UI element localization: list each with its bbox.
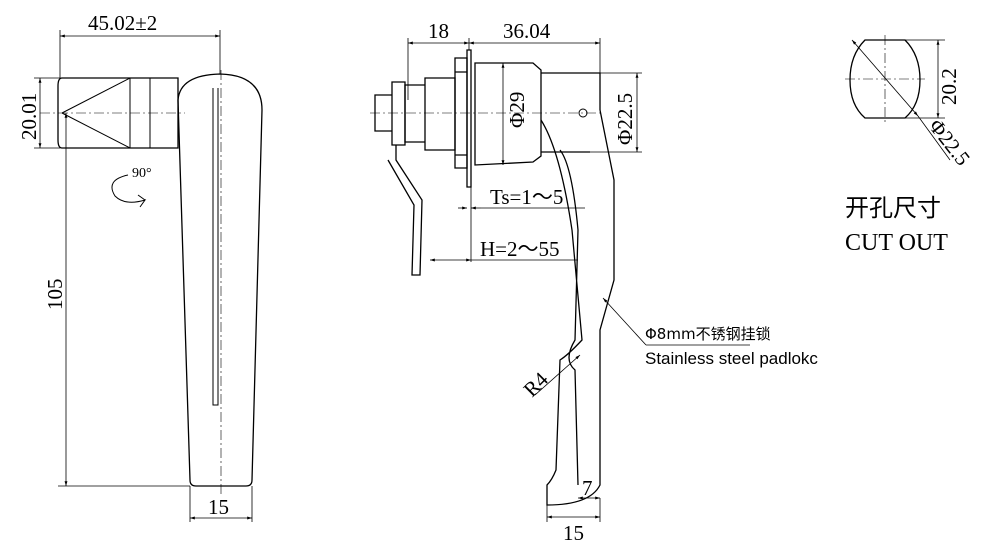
h-range-label: H=2～55 — [480, 237, 560, 261]
lock-body — [474, 62, 542, 166]
cutout-title-en: CUT OUT — [845, 230, 948, 256]
dim-7-label: 7 — [582, 476, 593, 500]
panel-plate — [466, 49, 472, 188]
padlock-label-cn: Φ8mm不锈钢挂锁 — [645, 325, 771, 343]
width-dim-label: 45.02±2 — [88, 11, 157, 35]
dim-36-label: 36.04 — [503, 19, 551, 43]
padlock-label-en: Stainless steel padlokc — [645, 349, 818, 368]
radius-label: R4 — [519, 367, 554, 402]
dia-22-5-label: Φ22.5 — [613, 93, 637, 145]
length-dim-label: 105 — [43, 279, 67, 311]
cutout-dia-label: Φ22.5 — [924, 114, 975, 170]
cutout-width-label: 20.2 — [937, 68, 961, 105]
bottom-width-dim-label: 15 — [208, 495, 229, 519]
dim-15-label: 15 — [563, 521, 584, 545]
ts-range-label: Ts=1～5 — [490, 185, 563, 209]
cam — [387, 145, 423, 276]
front-view: 45.02±2 20.01 105 15 90° — [17, 11, 263, 522]
rotation-label: 90° — [132, 166, 152, 181]
cutout-title-cn: 开孔尺寸 — [845, 194, 941, 222]
head-height-dim-label: 20.01 — [17, 93, 41, 140]
rotation-arrow-icon — [111, 174, 147, 208]
dim-18-label: 18 — [428, 19, 449, 43]
dia-29-label: Φ29 — [505, 92, 529, 128]
handle-body — [177, 73, 263, 487]
side-view: 18 36.04 Φ29 Φ22.5 Ts=1～5 H=2～55 R4 7 15… — [370, 19, 818, 545]
handle — [540, 109, 615, 506]
cutout-view: 20.2 Φ22.5 开孔尺寸 CUT OUT — [845, 35, 975, 256]
handle-head — [57, 77, 179, 149]
